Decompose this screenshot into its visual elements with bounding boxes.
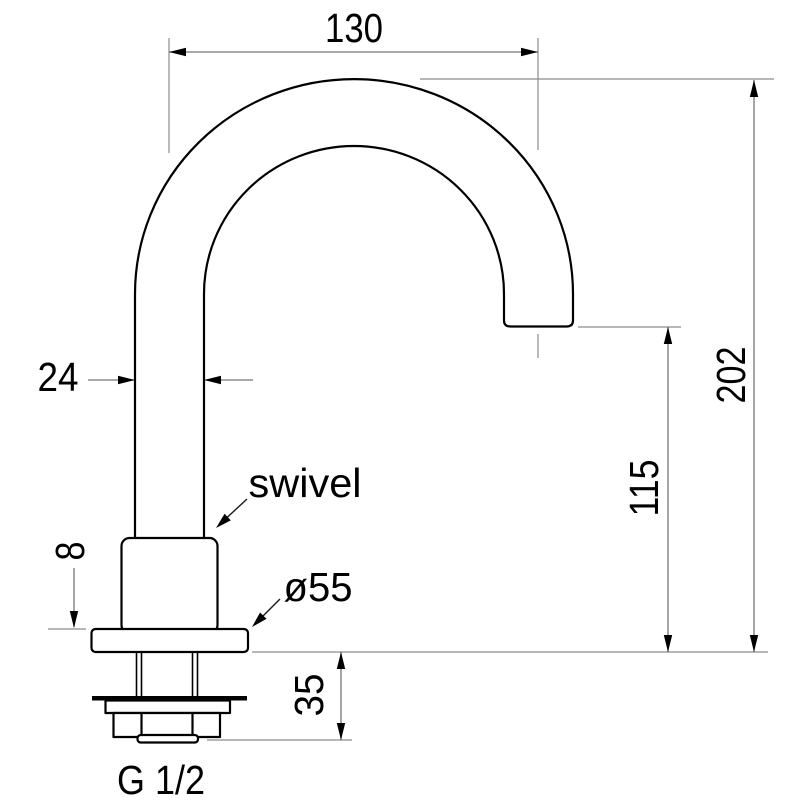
- arrowheads: [69, 47, 759, 740]
- arrow-35-top: [336, 652, 346, 669]
- mounting-nut: [112, 711, 222, 739]
- dim-label-spout-reach: 130: [325, 5, 383, 51]
- shank-end: [136, 733, 200, 744]
- threaded-shank: [135, 652, 199, 697]
- base-flange: [90, 627, 250, 654]
- arrow-35-bottom: [336, 723, 346, 740]
- arrow-24-left: [118, 375, 135, 385]
- dim-label-flange-height: 8: [47, 542, 93, 561]
- dim-label-outlet-height: 115: [621, 460, 667, 517]
- swivel-body: [120, 536, 219, 635]
- arrow-115-bottom: [663, 635, 673, 652]
- dim-label-shank-length: 35: [286, 674, 332, 717]
- arrow-130-left: [169, 47, 186, 57]
- arrow-swivel-leader: [216, 513, 231, 528]
- arrow-202-top: [749, 80, 759, 97]
- extension-lines: [48, 38, 774, 741]
- arrow-130-right: [521, 47, 538, 57]
- arrow-8-down: [69, 611, 79, 628]
- washer-plate: [92, 696, 247, 701]
- dim-label-total-height: 202: [708, 347, 754, 404]
- washer-body: [104, 699, 232, 715]
- thread-size-label: G 1/2: [117, 757, 205, 803]
- spout-tube: [133, 77, 575, 541]
- dim-label-tube-diameter: 24: [38, 354, 79, 400]
- arrow-115-top: [663, 327, 673, 344]
- tap-outline: [90, 77, 575, 744]
- arrow-202-bottom: [749, 635, 759, 652]
- swivel-annotation-label: swivel: [249, 460, 362, 506]
- arrow-flange-leader: [252, 612, 267, 627]
- arrow-24-right: [204, 375, 221, 385]
- dim-label-flange-diameter: ø55: [284, 564, 353, 610]
